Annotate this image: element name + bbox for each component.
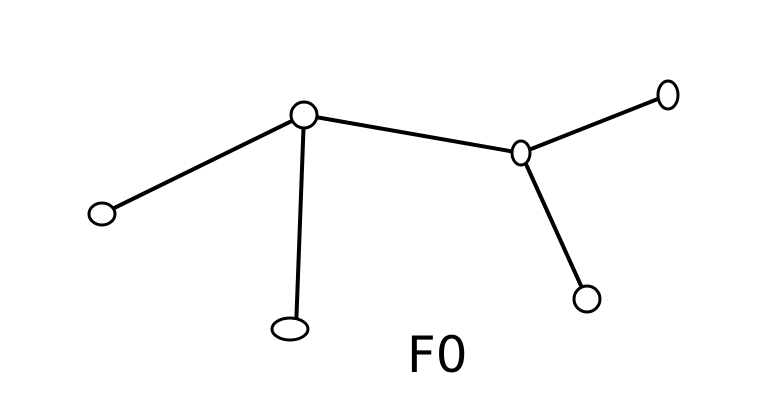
edge-right-hub-top-right: [519, 93, 670, 155]
diagram-label: F0: [407, 326, 468, 384]
node-center: [289, 100, 319, 130]
edge-center-right-hub: [302, 113, 523, 155]
node-bottom: [270, 316, 310, 342]
edge-center-bottom: [294, 113, 306, 331]
edge-right-hub-bottom-right: [519, 151, 589, 301]
node-right-hub: [510, 139, 532, 167]
edge-center-left: [100, 113, 306, 216]
node-left: [87, 201, 117, 227]
node-bottom-right: [572, 284, 602, 314]
node-top-right: [656, 79, 680, 111]
